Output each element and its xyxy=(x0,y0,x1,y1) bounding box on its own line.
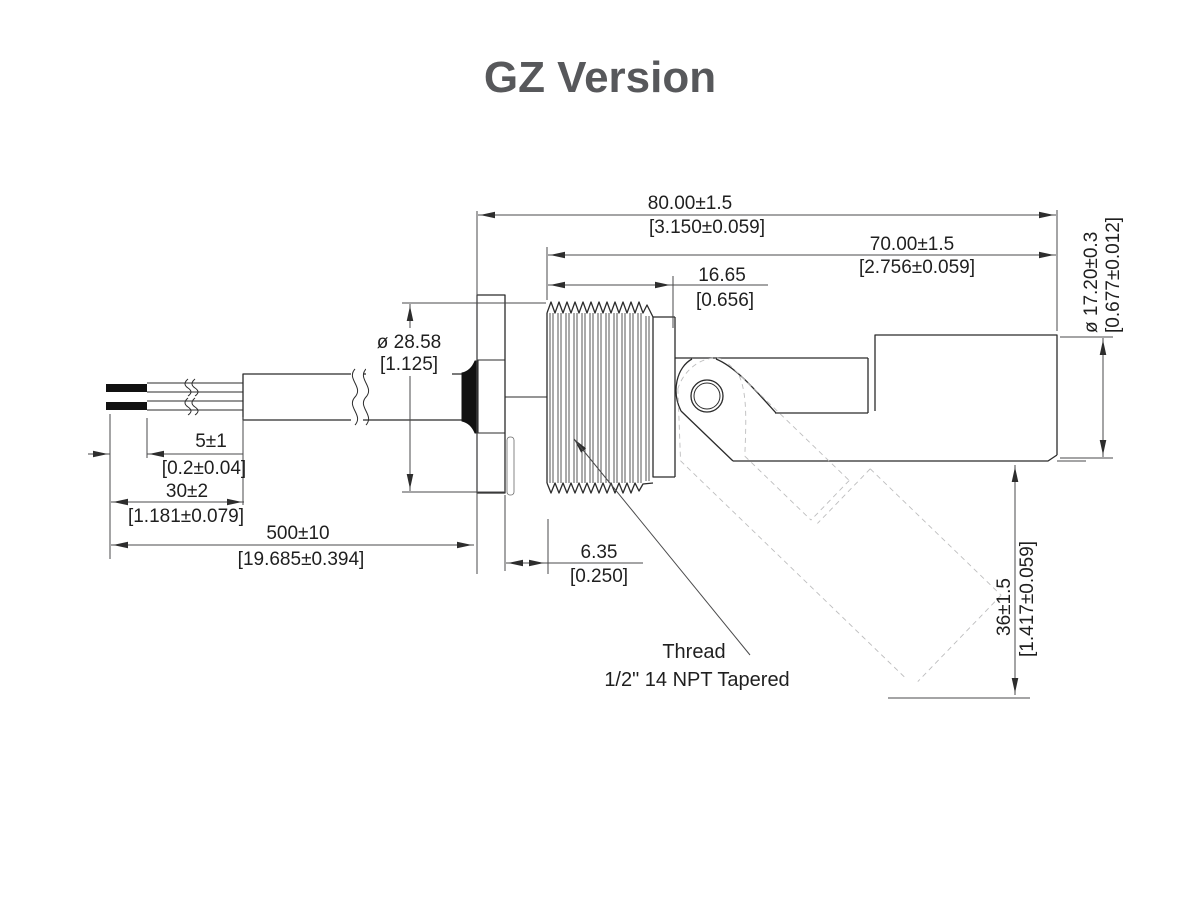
dim-float-dia-inch: [0.677±0.012] xyxy=(1103,217,1124,333)
dim-wire-tip-mm: 5±1 xyxy=(195,431,227,452)
extension-lines xyxy=(109,210,1113,699)
wire-tip-top xyxy=(106,384,147,392)
thread-note-line1: Thread xyxy=(662,641,725,663)
thread-crest-lines xyxy=(549,313,650,483)
jacket-break-marks xyxy=(351,368,370,426)
fitting-body xyxy=(476,294,676,496)
dim-overall-mm: 80.00±1.5 xyxy=(648,193,732,214)
dim-cable-inch: [19.685±0.394] xyxy=(238,549,365,570)
dim-flange-dia-mm: ø 28.58 xyxy=(377,332,441,353)
hinge-bracket xyxy=(675,357,869,462)
dim-float-dia-mm: ø 17.20±0.3 xyxy=(1081,232,1102,333)
wire-conductors xyxy=(147,382,243,411)
dim-flange-width-inch: [0.250] xyxy=(570,566,628,587)
dim-thread-len-inch: [0.656] xyxy=(696,290,754,311)
dim-flange-dia-inch: [1.125] xyxy=(380,354,438,375)
thread-ends-and-neck xyxy=(546,313,676,483)
thread-bottom-profile xyxy=(546,482,654,494)
dim-flange-dia-bg xyxy=(366,328,452,376)
dim-strip-inch: [1.181±0.079] xyxy=(128,506,244,527)
dim-strip-mm: 30±2 xyxy=(166,481,208,502)
dimension-arrowheads xyxy=(92,211,1107,693)
gasket-edge xyxy=(506,436,515,496)
float-dropped-outline xyxy=(677,357,1002,682)
float-assembly xyxy=(675,334,1058,462)
strain-relief xyxy=(461,360,479,434)
cable-jacket xyxy=(242,373,462,421)
dimension-lines xyxy=(88,214,1104,695)
thread-top-profile xyxy=(546,301,654,318)
dim-overall-inch: [3.150±0.059] xyxy=(649,217,765,238)
thread-note-line2: 1/2" 14 NPT Tapered xyxy=(604,669,789,691)
float-dropped-position xyxy=(677,357,1002,682)
float-body xyxy=(733,334,1058,462)
dim-float-drop-mm: 36±1.5 xyxy=(994,578,1015,636)
dim-thread-len-mm: 16.65 xyxy=(698,265,746,286)
dim-wire-tip-inch: [0.2±0.04] xyxy=(162,458,246,479)
hex-flange xyxy=(476,294,506,494)
page-title: GZ Version xyxy=(484,53,716,102)
wire-break-marks xyxy=(184,378,199,416)
dim-float-drop-inch: [1.417±0.059] xyxy=(1017,541,1038,657)
thread-leader-line xyxy=(573,438,751,656)
dimension-labels: 80.00±1.5 [3.150±0.059] 70.00±1.5 [2.756… xyxy=(128,193,1124,691)
dim-cable-mm: 500±10 xyxy=(266,523,329,544)
dim-body-mm: 70.00±1.5 xyxy=(870,234,954,255)
pivot-inner-circle xyxy=(693,382,721,410)
dim-flange-width-mm: 6.35 xyxy=(581,542,618,563)
pivot-outer-circle xyxy=(690,379,724,413)
wire-tip-bottom xyxy=(106,402,147,410)
dim-body-inch: [2.756±0.059] xyxy=(859,257,975,278)
hex-facet-lines xyxy=(477,359,547,434)
